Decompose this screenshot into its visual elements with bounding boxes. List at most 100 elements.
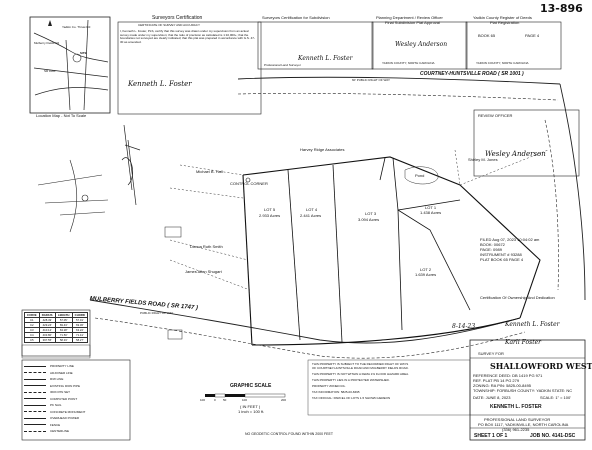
courtney-road-label: COURTNEY-HUNTSVILLE ROAD ( SR 1001 ) xyxy=(420,71,524,77)
legend-swatch xyxy=(24,417,46,419)
reference-plat: REF. PLAT PB 14 PG 279 xyxy=(473,378,520,383)
survey-for-label: SURVEY FOR xyxy=(478,351,504,356)
curve-table-cell: C5 xyxy=(24,337,40,343)
planning-county: YADKIN COUNTY, NORTH CAROLINA xyxy=(382,61,435,65)
register-county: YADKIN COUNTY, NORTH CAROLINA xyxy=(476,61,529,65)
graphic-scale-tick-3: 50 xyxy=(223,398,227,402)
lot-3-acres: 3.094 Acres xyxy=(358,217,380,222)
zoning: ZONING: RA PIN: 5825-00-8495 xyxy=(473,383,532,388)
subdivision-cert-signer-title: Professional Land Surveyor xyxy=(264,63,301,67)
graphic-scale-tick-5: 200 xyxy=(281,398,287,402)
note-5: PROPERTY ZONED RA. xyxy=(312,384,346,388)
legend-item: CONCRETE MONUMENT xyxy=(24,409,128,416)
legend-swatch xyxy=(24,391,46,393)
legend-swatch xyxy=(24,404,46,406)
graphic-scale-title: GRAPHIC SCALE xyxy=(230,383,272,389)
filing-note: PLAT BOOK 65 PAGE 4 xyxy=(480,257,524,262)
note-1: THIS PROPERTY IS SUBJECT TO THE RECORDED… xyxy=(312,362,409,366)
graphic-scale-tick-4: 100 xyxy=(242,398,248,402)
ownership-cert-signature-1: Kenneth L. Foster xyxy=(505,321,560,328)
note-7: TAX OFFICIAL: PARCEL OF LOTS 1-5 SHOWN H… xyxy=(312,396,391,400)
project-title: SHALLOWFORD WEST xyxy=(490,361,592,371)
adjacent-owner-2: Harvey Ridge Associates xyxy=(300,147,345,152)
lot-2-name: LOT 2 xyxy=(420,267,432,272)
surveyor-address: PO BOX 1117, YADKINVILLE, NORTH CAROLINA xyxy=(478,422,569,427)
surveyor-cert-subtitle: CERTIFICATE OF SURVEY AND ACCURACY xyxy=(138,23,200,27)
legend-item: COMPUTED POINT xyxy=(24,396,128,403)
legend-swatch xyxy=(24,378,46,380)
plat-scale: SCALE: 1" = 100' xyxy=(540,395,571,400)
location-map-road-2: Mulberry Fields Rd xyxy=(34,41,60,45)
filing-book: BOOK: 00672 xyxy=(480,242,505,247)
legend-item: IRON PIN SET xyxy=(24,389,128,396)
register-title: Yadkin County Register of Deeds xyxy=(473,15,532,20)
lot-5-acres: 2.933 Acres xyxy=(259,213,281,218)
register-book: BOOK 65 xyxy=(478,33,496,38)
adjacent-owner-3: Shirley M. Jones xyxy=(468,157,498,162)
lot-2-acres: 1.639 Acres xyxy=(415,272,437,277)
graphic-scale-tick-2: 0 xyxy=(214,398,216,402)
surveyor-cert-body: I, Kenneth L. Foster, PLS, certify that … xyxy=(120,29,255,44)
register-page: PAGE 4 xyxy=(525,33,540,38)
location-map-road-1: Yadkin Co. Thruw Rd xyxy=(62,25,91,29)
surveyor-name: KENNETH L. FOSTER xyxy=(490,404,542,410)
planning-title: Planning Department / Review Officer xyxy=(376,15,443,20)
surveyor-phone: (336) 961-2235 xyxy=(502,427,530,432)
review-box-signature: Wesley Anderson xyxy=(485,150,546,158)
legend-label: EXISTING IRON PIPE xyxy=(50,383,81,388)
adjacent-owner-1: Michael B. Hall xyxy=(196,169,223,174)
lot-4-acres: 2.441 Acres xyxy=(300,213,322,218)
curve-table-cell: 397.55' xyxy=(38,337,56,343)
pond-label: Pond xyxy=(415,173,425,178)
legend-swatch xyxy=(24,430,46,432)
surveyor-firm: PROFESSIONAL LAND SURVEYOR xyxy=(484,417,551,422)
legend-label: FENCE xyxy=(50,422,61,427)
legend-item: ADJOINER LINE xyxy=(24,370,128,377)
legend-label: CONCRETE MONUMENT xyxy=(50,409,86,414)
legend-swatch xyxy=(24,372,46,374)
location-map-label: Location Map - Not To Scale xyxy=(36,113,87,118)
township: TOWNSHIP: FORBUSH COUNTY: YADKIN STATE: … xyxy=(473,388,573,393)
surveyor-cert-signature: Kenneth L. Foster xyxy=(128,80,192,88)
legend-label: R/W LINE xyxy=(50,377,64,382)
legend-label: OVERHEAD POWER xyxy=(50,416,80,421)
subdivision-cert-title: Surveyors Certification for Subdivision xyxy=(262,15,330,20)
legend-item: OVERHEAD POWER xyxy=(24,415,128,422)
legend-item: R/W LINE xyxy=(24,376,128,383)
legend-label: IRON PIN SET xyxy=(50,390,71,395)
mulberry-road-row: PUBLIC RIGHT OF WAY xyxy=(140,311,174,315)
location-map-site: SITE xyxy=(80,51,87,55)
legend-item: EXISTING IRON PIPE xyxy=(24,383,128,390)
filing-filed: FILED Aug 07, 2023 10:04:02 am xyxy=(480,237,540,242)
filing-page: PAGE: 0989 xyxy=(480,247,502,252)
surveyor-cert-title: Surveyors Certification xyxy=(152,15,203,21)
sheet-number: SHEET 1 OF 1 xyxy=(474,433,508,439)
lot-3-name: LOT 3 xyxy=(365,211,377,216)
legend-label: CENTERLINE xyxy=(50,429,70,434)
lot-5-name: LOT 5 xyxy=(264,207,276,212)
plat-date: DATE: JUNE 8, 2023 xyxy=(473,395,511,400)
note-2: OF COURTNEY-HUNTSVILLE ROAD AND MULBERRY… xyxy=(312,366,409,370)
legend-swatch xyxy=(24,411,46,413)
ownership-cert-title: Certification Of Ownership And Dedicatio… xyxy=(480,295,555,300)
register-subtitle: Plat Registration xyxy=(490,20,520,25)
review-box-title: REVIEW OFFICER xyxy=(478,113,513,118)
graphic-scale-ratio: 1 inch = 100 ft. xyxy=(238,409,265,414)
legend-item: PROPERTY LINE xyxy=(24,363,128,370)
job-number: JOB NO. 4141-DSC xyxy=(530,433,576,439)
reference-deed: REFERENCE DEED: DB 1419 PG 971 xyxy=(473,373,543,378)
planning-signature: Wesley Anderson xyxy=(395,41,448,48)
graphic-scale-tick-1: 100 xyxy=(200,398,206,402)
legend-label: PK NAIL xyxy=(50,403,62,408)
adjacent-owner-4: Donna Ruth Smith xyxy=(190,244,223,249)
lot-1-acres: 1.438 Acres xyxy=(420,210,442,215)
curve-table-cell: 58.33' xyxy=(54,337,73,343)
note-6: TAX INFORMATION: 5825-00-8495 xyxy=(312,390,360,394)
filing-instrument: INSTRUMENT # 93288 xyxy=(480,252,522,257)
legend-label: COMPUTED POINT xyxy=(50,396,78,401)
